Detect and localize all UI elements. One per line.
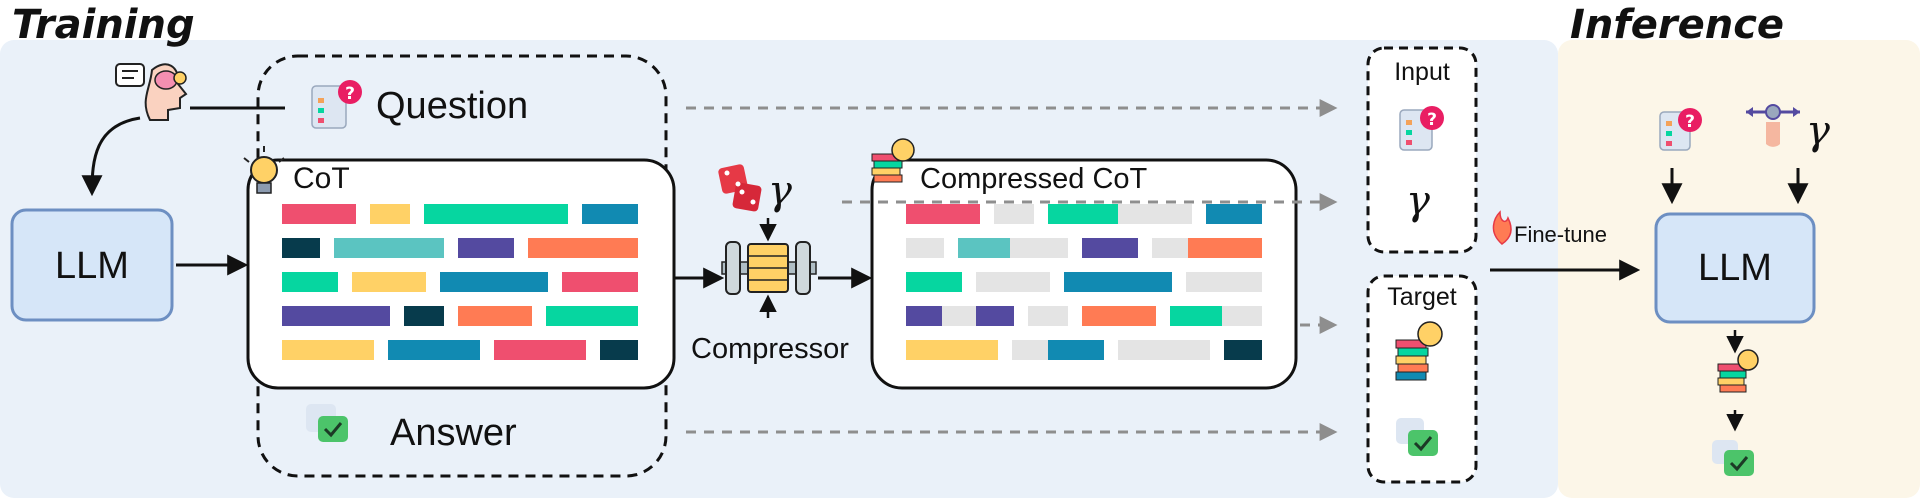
- compressed-token: [1012, 340, 1048, 360]
- compressed-token: [906, 306, 942, 326]
- gamma-compressor: γ: [768, 168, 792, 214]
- llm-inference-label: LLM: [1698, 247, 1772, 289]
- compressed-token: [1082, 306, 1156, 326]
- compressed-token: [1082, 238, 1138, 258]
- cot-token: [282, 238, 320, 258]
- question-label: Question: [376, 85, 528, 127]
- compressed-token: [1224, 340, 1262, 360]
- head-to-llm-arrow: [81, 116, 141, 197]
- inference-title: Inference: [1570, 2, 1784, 48]
- cot-token: [282, 306, 390, 326]
- compressed-token: [1186, 272, 1262, 292]
- cot-token: [600, 340, 638, 360]
- thinking-head-icon: [115, 63, 188, 121]
- compressed-token: [1010, 238, 1068, 258]
- compressed-token: [976, 272, 1050, 292]
- llm-label: LLM: [55, 245, 129, 287]
- cot-token: [404, 306, 444, 326]
- compressed-cot-label: Compressed CoT: [920, 163, 1148, 195]
- compressed-token: [1048, 340, 1104, 360]
- compressed-token: [1064, 272, 1172, 292]
- fire-icon: [1492, 210, 1512, 245]
- svg-text:?: ?: [1685, 112, 1695, 132]
- answer-check-chat-icon: [306, 404, 348, 442]
- svg-text:?: ?: [1427, 110, 1437, 130]
- inference-check-chat-icon: [1712, 440, 1754, 476]
- compressed-token: [976, 306, 1014, 326]
- cot-token: [528, 238, 638, 258]
- compressor-icon: [721, 241, 817, 295]
- compressed-token: [1028, 306, 1068, 326]
- compressed-token-grid: [906, 204, 1262, 360]
- fine-tune-label: Fine-tune: [1514, 222, 1607, 247]
- compressed-books-icon: [871, 138, 915, 183]
- input-label: Input: [1394, 58, 1450, 86]
- llm-inference-box: [1654, 212, 1816, 324]
- gamma-input: γ: [1406, 178, 1430, 224]
- compressor-label: Compressor: [691, 333, 849, 365]
- cot-lightbulb-icon: [243, 146, 285, 194]
- cot-token: [282, 340, 374, 360]
- compressed-token: [1188, 238, 1262, 258]
- cot-token: [370, 204, 410, 224]
- compressed-token: [958, 238, 1010, 258]
- llm-box: [10, 208, 174, 322]
- compressed-token: [1048, 204, 1118, 224]
- cot-token: [440, 272, 548, 292]
- target-check-chat-icon: [1396, 418, 1438, 456]
- cot-token: [282, 272, 338, 292]
- cot-token: [494, 340, 586, 360]
- cot-token-grid: [282, 204, 638, 360]
- dice-icon: [718, 164, 762, 212]
- cot-token: [458, 238, 514, 258]
- target-compressed-icon: [1395, 321, 1443, 381]
- compressed-token: [942, 306, 976, 326]
- cot-token: [582, 204, 638, 224]
- svg-text:?: ?: [345, 84, 355, 104]
- compressed-token: [1170, 306, 1222, 326]
- cot-token: [282, 204, 356, 224]
- inference-compressed-icon: [1717, 349, 1759, 393]
- compressed-token: [1206, 204, 1262, 224]
- cot-label: CoT: [293, 162, 350, 195]
- compressed-token: [906, 238, 944, 258]
- target-label: Target: [1387, 283, 1457, 311]
- cot-token: [562, 272, 638, 292]
- question-doc-icon: ?: [311, 80, 362, 129]
- cot-token: [388, 340, 480, 360]
- compressed-token: [1118, 340, 1210, 360]
- cot-token: [334, 238, 444, 258]
- compressed-token: [1152, 238, 1188, 258]
- compressed-token: [906, 340, 998, 360]
- cot-token: [458, 306, 532, 326]
- training-title: Training: [12, 2, 195, 48]
- cot-token: [352, 272, 426, 292]
- compressed-token: [1118, 204, 1192, 224]
- answer-label: Answer: [390, 412, 517, 454]
- compressed-token: [906, 272, 962, 292]
- cot-token: [546, 306, 638, 326]
- cot-token: [424, 204, 568, 224]
- qca-dashed-container: [256, 54, 668, 478]
- compressed-token: [994, 204, 1034, 224]
- input-question-icon: ?: [1399, 106, 1444, 151]
- compressed-token: [906, 204, 980, 224]
- inference-question-icon: ?: [1659, 108, 1702, 151]
- gamma-inference: γ: [1806, 108, 1830, 154]
- slider-hand-icon: [1746, 104, 1800, 147]
- compressed-token: [1222, 306, 1262, 326]
